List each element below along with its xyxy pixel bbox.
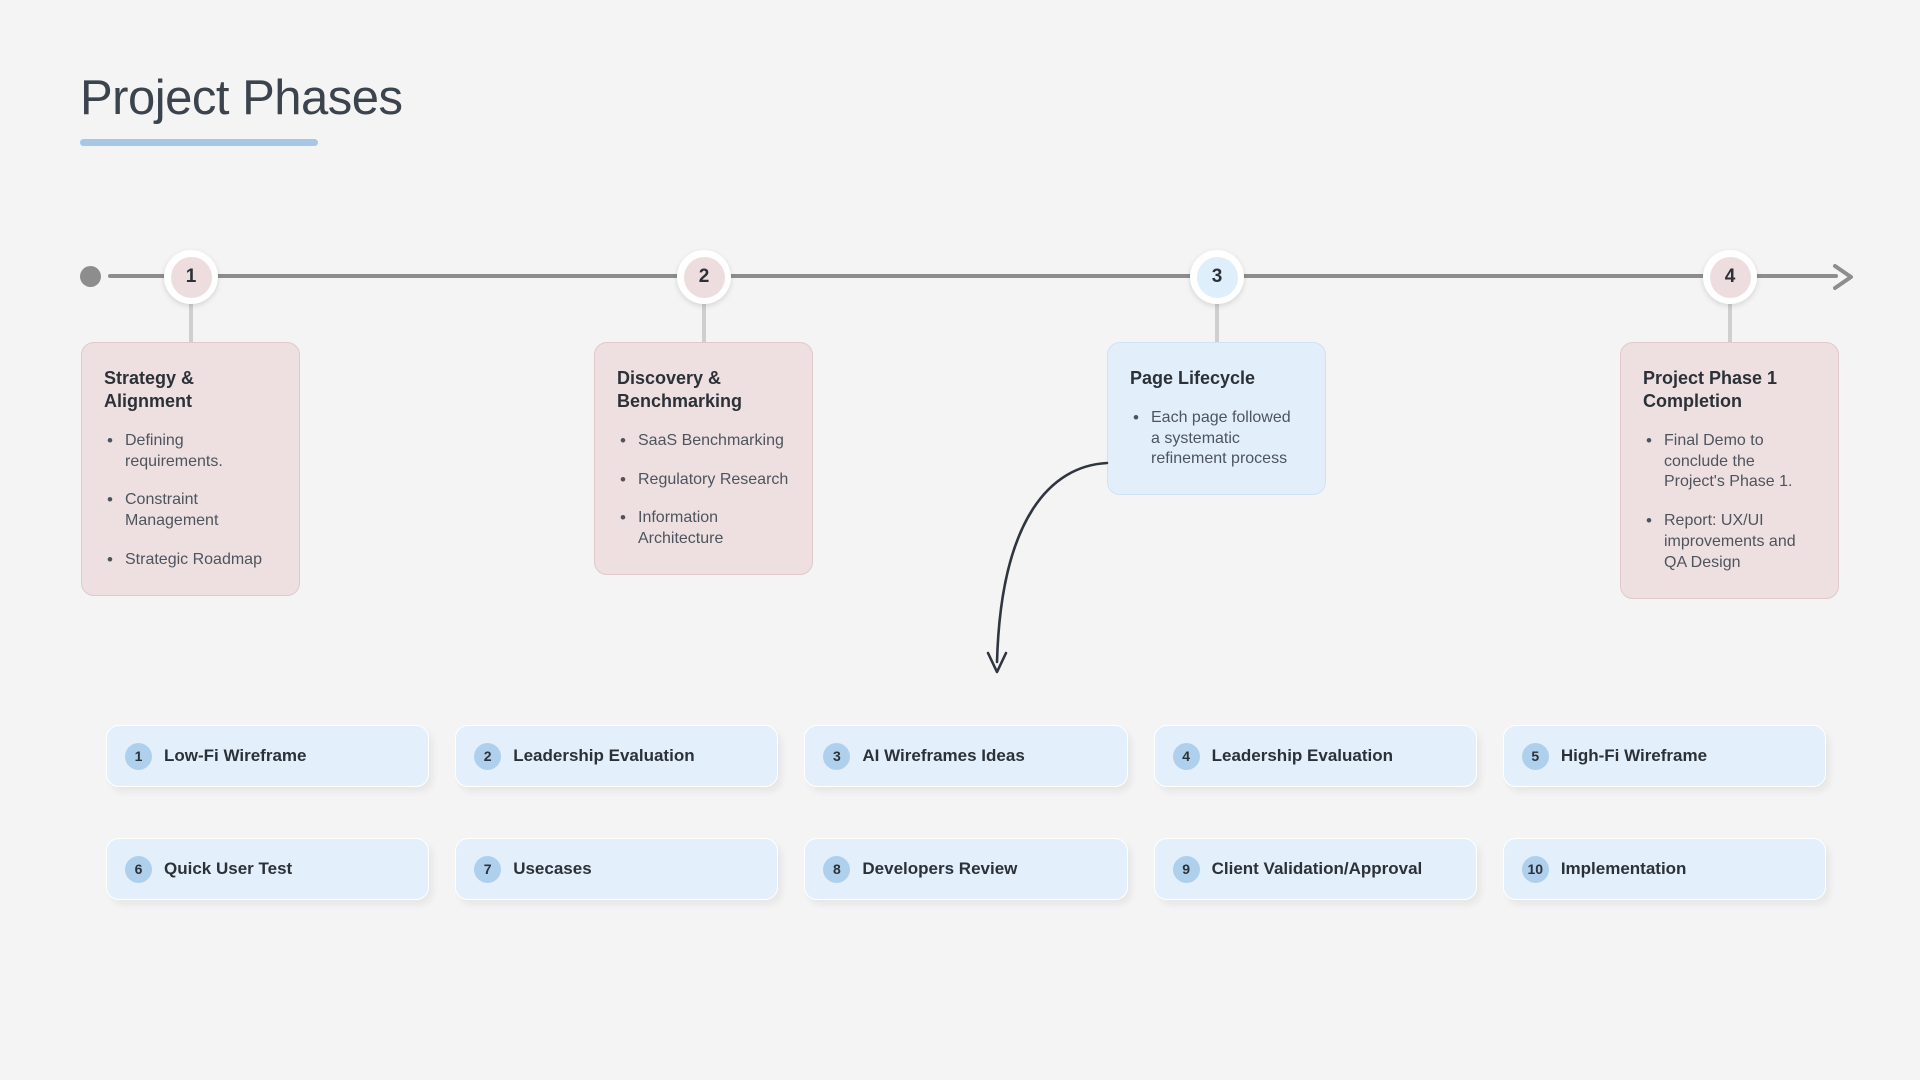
timeline-marker-2-number: 2 <box>683 256 725 298</box>
phase-card-3-bullets: Each page followed a systematic refineme… <box>1130 407 1303 470</box>
step-chip-3[interactable]: 3 AI Wireframes Ideas <box>804 725 1128 787</box>
page-title: Project Phases <box>80 71 403 125</box>
timeline-marker-1-number: 1 <box>170 256 212 298</box>
step-chip-8[interactable]: 8 Developers Review <box>804 838 1128 900</box>
step-chip-7-label: Usecases <box>513 859 592 878</box>
step-chip-1-label: Low-Fi Wireframe <box>164 746 307 765</box>
phase-card-2[interactable]: Discovery & Benchmarking SaaS Benchmarki… <box>594 342 813 575</box>
step-chip-5[interactable]: 5 High-Fi Wireframe <box>1502 725 1827 787</box>
step-chip-8-badge: 8 <box>823 855 851 883</box>
step-chip-4-badge: 4 <box>1172 742 1200 770</box>
step-chip-5-badge: 5 <box>1521 742 1549 770</box>
phase-card-1-bullets: Defining requirements. Constraint Manage… <box>104 430 277 571</box>
timeline-marker-3[interactable]: 3 <box>1190 250 1244 304</box>
title-underline-accent <box>80 138 318 146</box>
phase-card-2-bullets: SaaS Benchmarking Regulatory Research In… <box>617 430 790 550</box>
timeline-stem-2 <box>702 302 706 362</box>
step-chip-10-label: Implementation <box>1560 859 1687 878</box>
step-chip-7[interactable]: 7 Usecases <box>455 838 779 900</box>
step-chip-4[interactable]: 4 Leadership Evaluation <box>1153 725 1477 787</box>
timeline-marker-2[interactable]: 2 <box>677 250 731 304</box>
phase-card-1-title: Strategy & Alignment <box>104 368 195 411</box>
phase-card-3[interactable]: Page Lifecycle Each page followed a syst… <box>1107 342 1326 496</box>
timeline-marker-1[interactable]: 1 <box>164 250 218 304</box>
phase-card-1[interactable]: Strategy & Alignment Defining requiremen… <box>81 342 300 596</box>
timeline-marker-3-number: 3 <box>1196 256 1238 298</box>
step-chip-1[interactable]: 1 Low-Fi Wireframe <box>106 725 430 787</box>
phase-card-2-title: Discovery & Benchmarking <box>617 368 743 411</box>
step-chip-1-badge: 1 <box>125 742 152 770</box>
step-chip-6-badge: 6 <box>125 855 152 883</box>
step-chip-5-label: High-Fi Wireframe <box>1560 746 1708 765</box>
timeline-marker-4-number: 4 <box>1709 256 1751 298</box>
step-chip-7-badge: 7 <box>474 855 502 883</box>
phase-card-1-bullet-3: Strategic Roadmap <box>104 549 277 571</box>
timeline-line <box>108 274 1838 278</box>
timeline-stem-1 <box>189 302 193 362</box>
title-block: Project Phases <box>80 72 403 146</box>
step-chip-10[interactable]: 10 Implementation <box>1502 838 1827 900</box>
timeline-marker-4[interactable]: 4 <box>1703 250 1757 304</box>
curved-arrow-down-icon <box>986 461 1109 674</box>
step-chip-3-label: AI Wireframes Ideas <box>862 746 1025 765</box>
step-chip-6[interactable]: 6 Quick User Test <box>106 838 430 900</box>
step-chip-8-label: Developers Review <box>862 859 1018 878</box>
arrow-right-icon <box>1833 264 1853 290</box>
phase-card-4-bullets: Final Demo to conclude the Project's Pha… <box>1643 430 1816 574</box>
step-chip-9[interactable]: 9 Client Validation/Approval <box>1153 838 1477 900</box>
phase-card-4[interactable]: Project Phase 1 Completion Final Demo to… <box>1620 342 1839 599</box>
phase-card-4-bullet-1: Final Demo to conclude the Project's Pha… <box>1643 430 1816 493</box>
step-chip-2-label: Leadership Evaluation <box>513 746 695 765</box>
phase-card-1-bullet-1: Defining requirements. <box>104 430 277 473</box>
timeline-start-dot <box>80 266 101 287</box>
timeline-stem-3 <box>1215 302 1219 362</box>
step-chip-9-badge: 9 <box>1172 855 1200 883</box>
phase-card-1-bullet-2: Constraint Management <box>104 489 277 532</box>
phase-card-2-bullet-3: Information Architecture <box>617 507 790 550</box>
phase-card-4-title: Project Phase 1 Completion <box>1643 368 1778 411</box>
phase-card-3-title: Page Lifecycle <box>1130 368 1256 388</box>
step-chip-2[interactable]: 2 Leadership Evaluation <box>455 725 779 787</box>
step-chip-3-badge: 3 <box>823 742 851 770</box>
step-chip-4-label: Leadership Evaluation <box>1211 746 1393 765</box>
step-chip-9-label: Client Validation/Approval <box>1211 859 1423 878</box>
phase-card-4-bullet-2: Report: UX/UI improvements and QA Design <box>1643 510 1816 573</box>
step-chip-row-2: 6 Quick User Test 7 Usecases 8 Developer… <box>106 838 1827 900</box>
timeline-stem-4 <box>1728 302 1732 362</box>
phase-card-2-bullet-1: SaaS Benchmarking <box>617 430 790 452</box>
step-chip-6-label: Quick User Test <box>164 859 293 878</box>
timeline: 1 2 3 4 <box>0 250 1920 362</box>
step-chip-row-1: 1 Low-Fi Wireframe 2 Leadership Evaluati… <box>106 725 1827 787</box>
step-chip-2-badge: 2 <box>474 742 502 770</box>
phase-card-3-bullet-1: Each page followed a systematic refineme… <box>1130 407 1303 470</box>
step-chip-10-badge: 10 <box>1521 855 1549 883</box>
phase-card-2-bullet-2: Regulatory Research <box>617 469 790 491</box>
